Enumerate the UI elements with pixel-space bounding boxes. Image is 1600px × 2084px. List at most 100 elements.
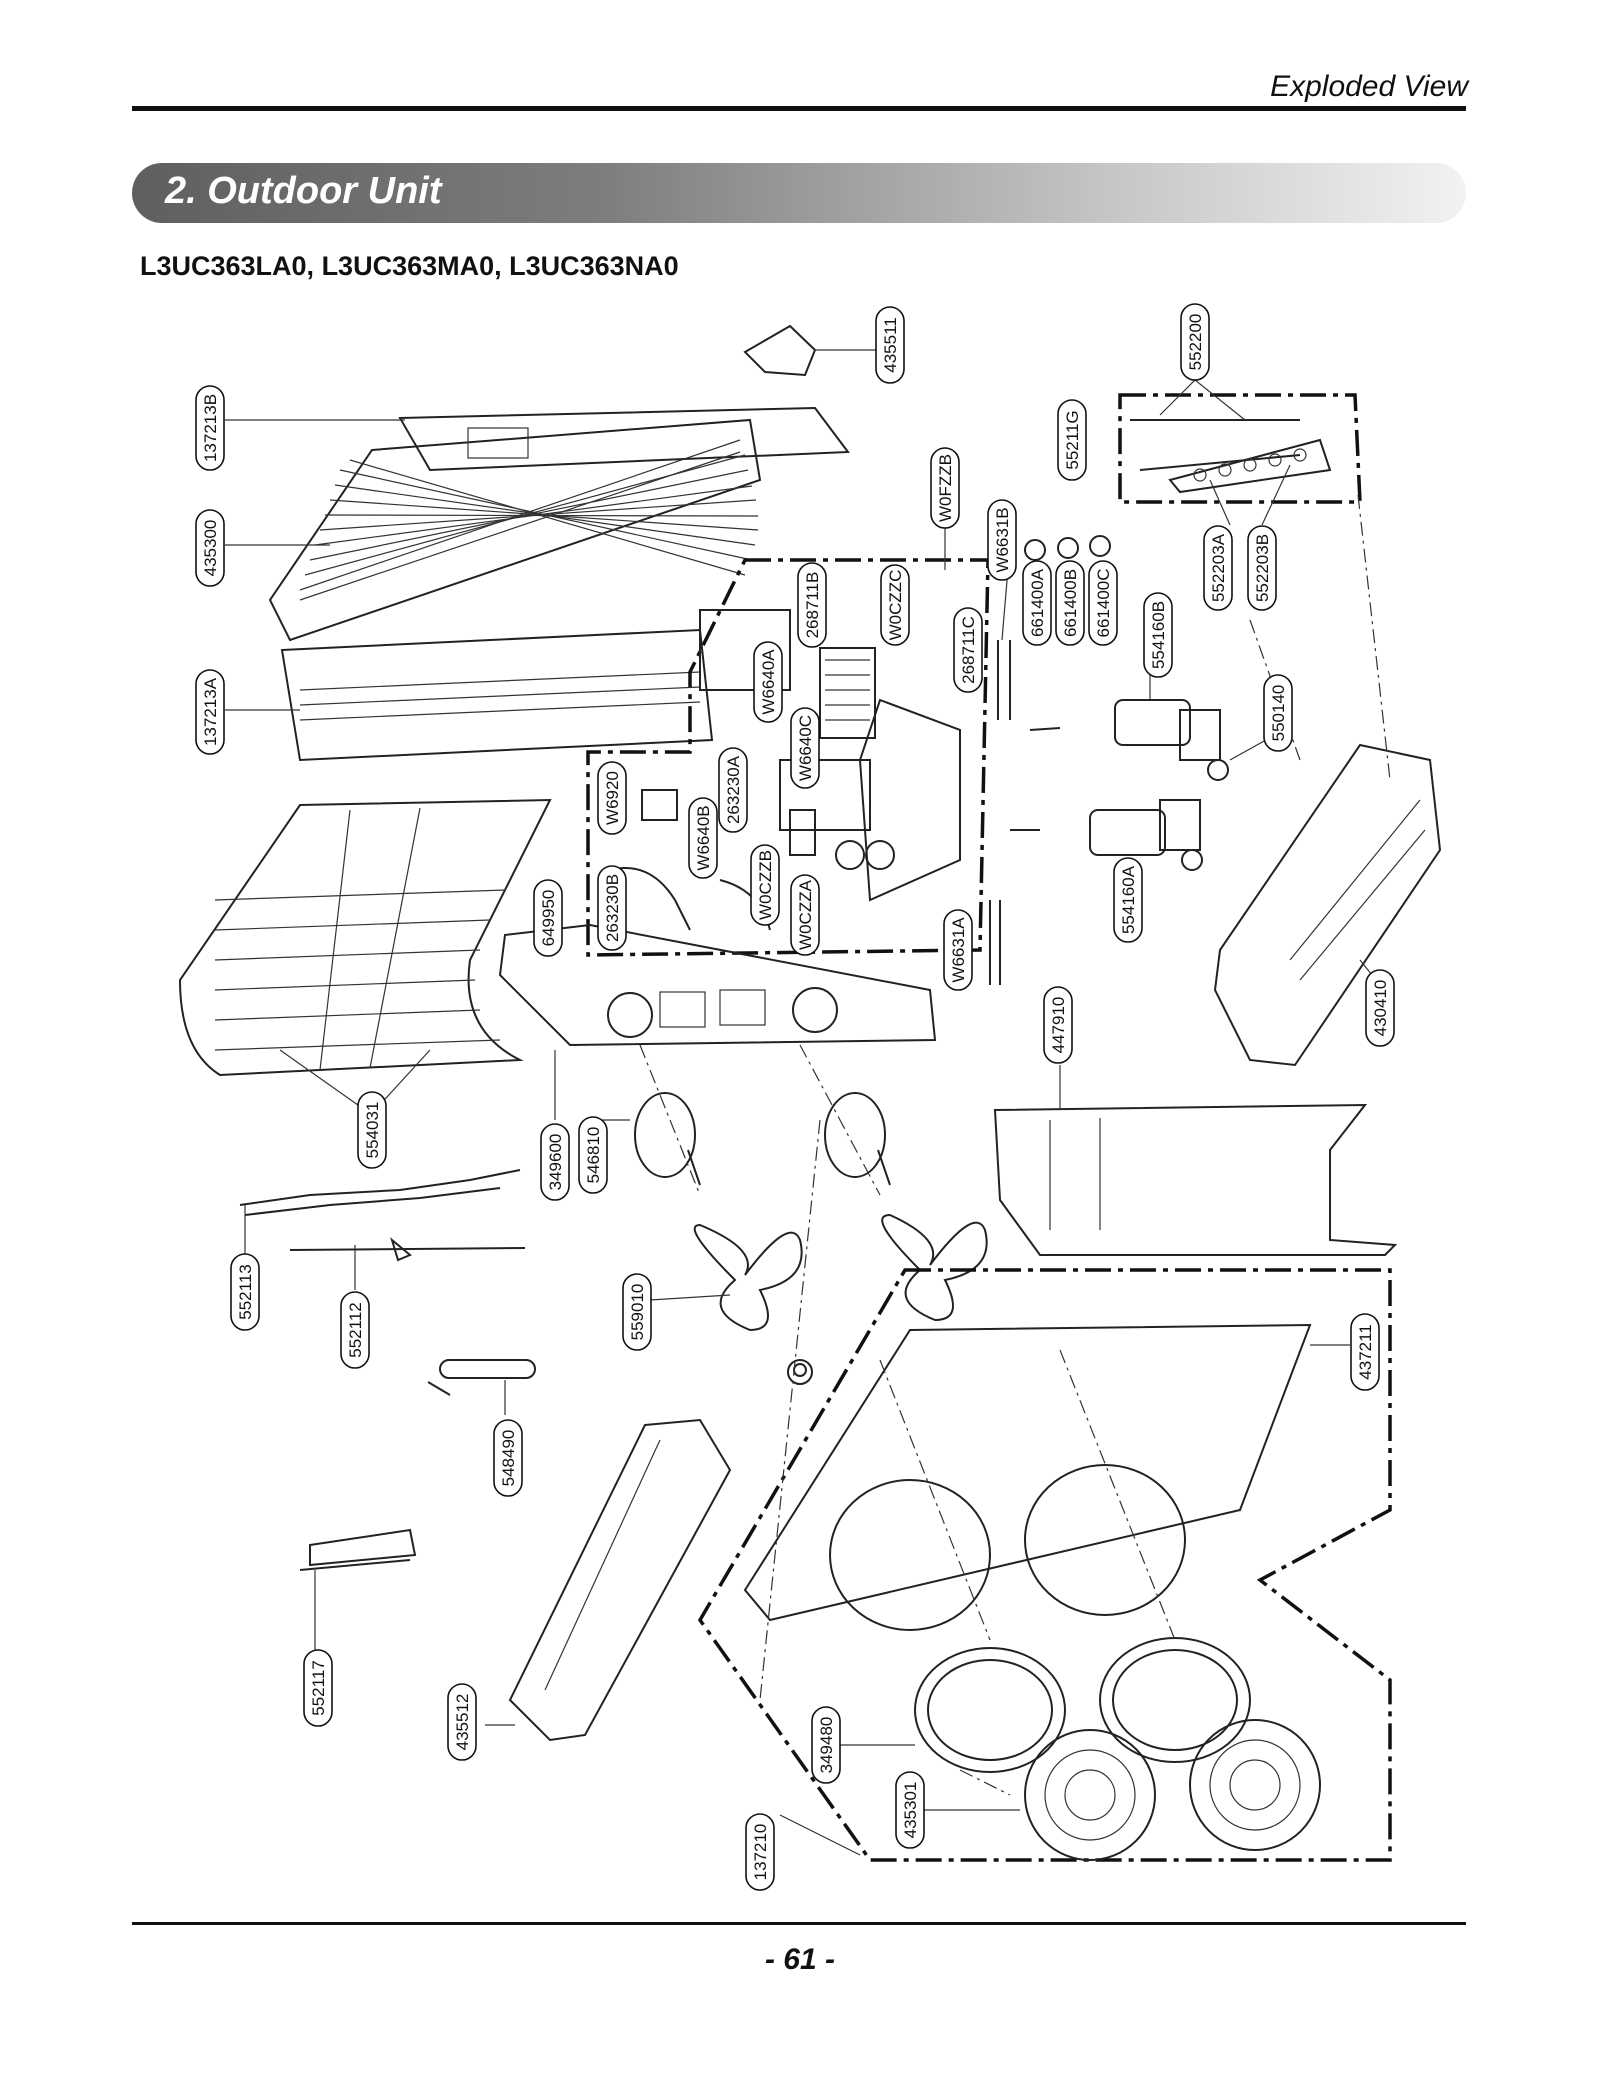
side-cover: [508, 1418, 732, 1742]
callout-55211G: 55211G: [1057, 399, 1087, 481]
callout-661400C: 661400C: [1088, 560, 1118, 646]
svg-text:137213B: 137213B: [201, 394, 220, 462]
svg-text:W6640A: W6640A: [759, 649, 778, 715]
svg-text:437211: 437211: [1356, 1324, 1375, 1379]
callout-349480: 349480: [811, 1706, 841, 1784]
service-valve-box: [1118, 393, 1362, 504]
callout-W0FZZB: W0FZZB: [930, 447, 960, 529]
svg-text:649950: 649950: [539, 890, 558, 947]
svg-text:435301: 435301: [901, 1782, 920, 1839]
svg-text:263230B: 263230B: [603, 874, 622, 942]
condenser-coil: [178, 798, 552, 1077]
callout-552203A: 552203A: [1203, 525, 1233, 611]
callout-437211: 437211: [1350, 1313, 1380, 1391]
svg-text:554160B: 554160B: [1149, 601, 1168, 669]
svg-text:430410: 430410: [1371, 980, 1390, 1037]
svg-text:435300: 435300: [201, 520, 220, 577]
front-panel: [743, 1323, 1312, 1631]
page-number: - 61 -: [764, 1943, 836, 1976]
header-rule: [132, 106, 1466, 111]
callout-W6920: W6920: [597, 761, 627, 835]
callout-435511: 435511: [875, 306, 905, 384]
callout-559010: 559010: [622, 1273, 652, 1351]
callout-554160A: 554160A: [1113, 857, 1143, 943]
callout-268711B: 268711B: [797, 562, 827, 648]
svg-text:W0FZZB: W0FZZB: [936, 454, 955, 522]
callout-435301: 435301: [895, 1771, 925, 1849]
callout-552112: 552112: [340, 1291, 370, 1369]
reversing-valves: [1010, 699, 1229, 871]
svg-text:552203B: 552203B: [1253, 534, 1272, 602]
svg-text:349480: 349480: [817, 1717, 836, 1774]
fan-motors: [634, 1092, 891, 1186]
svg-text:W0CZZC: W0CZZC: [886, 570, 905, 641]
svg-text:W6640C: W6640C: [796, 715, 815, 781]
callout-661400B: 661400B: [1055, 560, 1085, 646]
model-list: L3UC363LA0, L3UC363MA0, L3UC363NA0: [140, 251, 679, 281]
callout-552113: 552113: [230, 1253, 260, 1331]
svg-text:137213A: 137213A: [201, 677, 220, 746]
callout-137213B: 137213B: [195, 385, 225, 471]
svg-text:W6631A: W6631A: [949, 917, 968, 983]
svg-text:550140: 550140: [1269, 685, 1288, 742]
callout-W0CZZA: W0CZZA: [790, 874, 820, 956]
side-panel: [993, 1103, 1398, 1256]
svg-text:W0CZZA: W0CZZA: [796, 879, 815, 950]
section-title: 2. Outdoor Unit: [165, 170, 442, 212]
svg-text:W6640B: W6640B: [694, 805, 713, 870]
svg-text:137210: 137210: [751, 1824, 770, 1881]
callout-649950: 649950: [533, 879, 563, 957]
svg-text:552117: 552117: [309, 1660, 328, 1715]
callout-W6640C: W6640C: [790, 707, 820, 789]
svg-text:268711C: 268711C: [959, 616, 978, 684]
top-panel: [268, 406, 850, 762]
section-title-bar: [132, 163, 1466, 223]
coil-set: [1024, 535, 1111, 561]
callout-W6640A: W6640A: [753, 641, 783, 723]
callout-349600: 349600: [540, 1123, 570, 1201]
svg-text:559010: 559010: [628, 1284, 647, 1341]
svg-text:435511: 435511: [881, 317, 900, 372]
svg-text:349600: 349600: [546, 1134, 565, 1191]
callout-137210: 137210: [745, 1813, 775, 1891]
callout-W6631B: W6631B: [987, 499, 1017, 581]
footer-rule: [132, 1922, 1466, 1925]
connecting-tubes: [239, 1169, 526, 1262]
svg-text:554031: 554031: [363, 1102, 382, 1159]
fan-guards: [1024, 1719, 1321, 1861]
callout-546810: 546810: [578, 1116, 608, 1194]
callout-268711C: 268711C: [953, 607, 983, 693]
svg-text:W6631B: W6631B: [993, 507, 1012, 572]
svg-text:435512: 435512: [453, 1694, 472, 1751]
callout-447910: 447910: [1043, 986, 1073, 1064]
svg-text:552113: 552113: [236, 1264, 255, 1319]
callout-550140: 550140: [1263, 674, 1293, 752]
strainer-and-tube: [299, 1359, 536, 1571]
callout-554031: 554031: [357, 1091, 387, 1169]
callout-263230A: 263230A: [718, 747, 748, 833]
top-bracket: [743, 324, 817, 377]
svg-text:W6920: W6920: [603, 771, 622, 825]
svg-text:447910: 447910: [1049, 997, 1068, 1054]
svg-text:55211G: 55211G: [1063, 410, 1082, 469]
fan-motor-bracket: [498, 923, 937, 1047]
svg-text:661400B: 661400B: [1061, 569, 1080, 637]
callout-137213A: 137213A: [195, 669, 225, 755]
callout-263230B: 263230B: [597, 865, 627, 951]
page-header-title: Exploded View: [1270, 70, 1468, 103]
svg-text:552200: 552200: [1186, 314, 1205, 371]
svg-text:548490: 548490: [499, 1430, 518, 1487]
service-valves: [1130, 419, 1332, 494]
callout-548490: 548490: [493, 1419, 523, 1497]
control-box-outline: [586, 558, 990, 957]
svg-text:552112: 552112: [346, 1302, 365, 1357]
callout-W6631A: W6631A: [943, 909, 973, 991]
svg-text:661400C: 661400C: [1094, 568, 1113, 637]
svg-text:W0CZZB: W0CZZB: [756, 850, 775, 920]
svg-text:554160A: 554160A: [1119, 865, 1138, 934]
callout-430410: 430410: [1365, 969, 1395, 1047]
orifice-rings: [914, 1637, 1251, 1773]
control-box-components: [609, 609, 961, 931]
svg-text:661400A: 661400A: [1028, 568, 1047, 637]
